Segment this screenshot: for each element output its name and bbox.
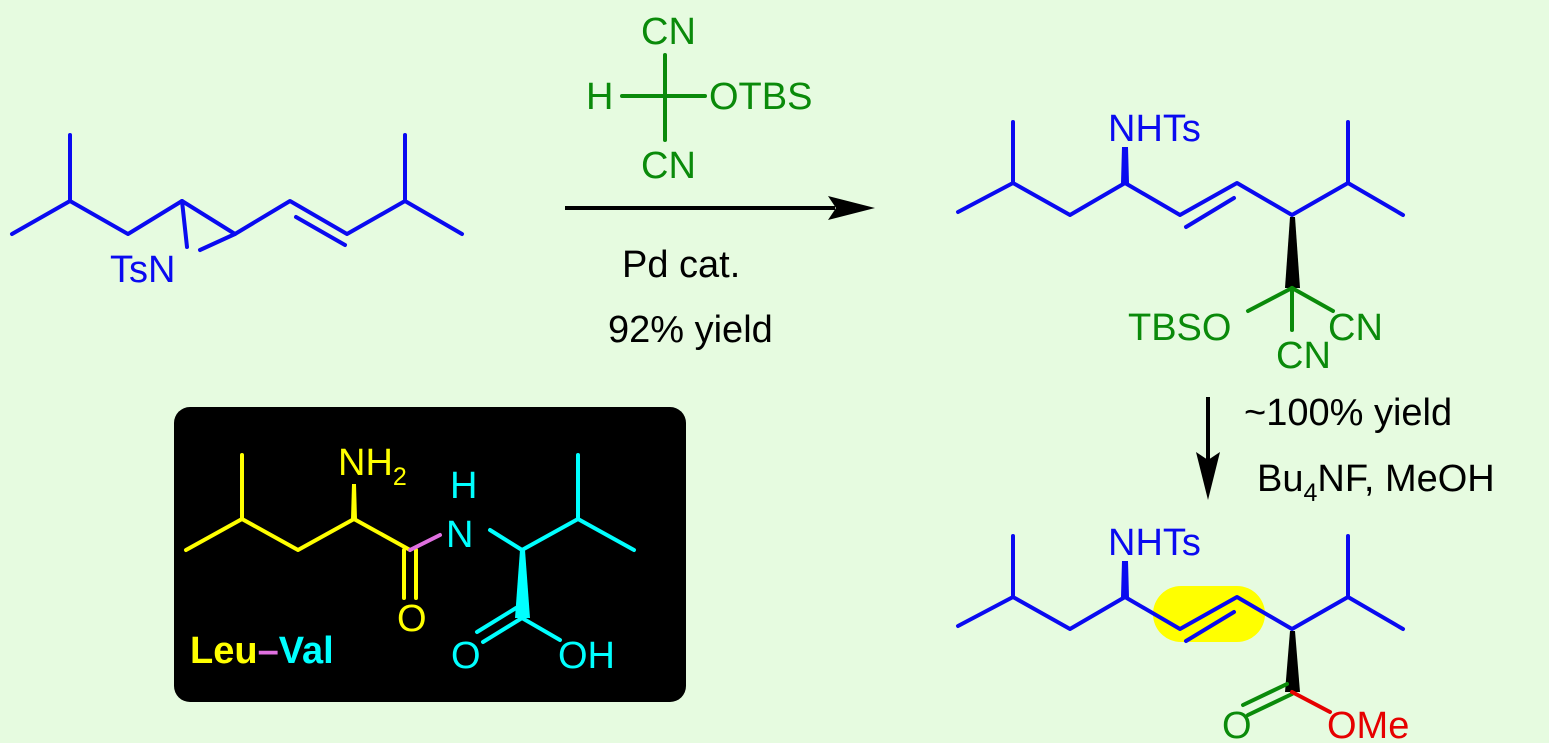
- dipeptide-box: [174, 407, 686, 702]
- step2-reagent: Bu4NF, MeOH: [1257, 458, 1495, 507]
- reagent-otbs: OTBS: [709, 76, 812, 118]
- dipeptide-nh2: NH2: [338, 442, 407, 491]
- product2-wedge-down: [1285, 631, 1300, 692]
- catalyst-label: Pd cat.: [622, 244, 740, 286]
- val-skeleton: [475, 453, 636, 644]
- product1-cn-bottom: CN: [1276, 335, 1331, 377]
- product2-o: O: [1222, 705, 1252, 743]
- yield-label-2: ~100% yield: [1244, 392, 1452, 434]
- reagent-h: H: [586, 76, 613, 118]
- product1-nhts: NHTs: [1108, 108, 1201, 150]
- dipeptide-o-leu: O: [397, 598, 427, 640]
- yield-label-1: 92% yield: [608, 309, 773, 351]
- product1-skeleton: [956, 120, 1405, 229]
- product1-cn-right: CN: [1328, 307, 1383, 349]
- product1-wedge-down: [1285, 217, 1300, 288]
- reagent-top-cn: CN: [641, 11, 696, 53]
- val-wedge: [515, 550, 530, 618]
- reaction-arrow-2: [1196, 397, 1220, 500]
- dipeptide-o-val: O: [451, 635, 481, 677]
- product2-nhts: NHTs: [1108, 522, 1201, 564]
- product2-ester-bonds: [1241, 682, 1332, 717]
- reactant-aziridine: [10, 133, 464, 252]
- reagent-bottom-cn: CN: [641, 145, 696, 187]
- aziridine-n-label: TsN: [110, 249, 175, 291]
- reagent-cyanohydrin: [620, 53, 707, 142]
- product2-skeleton: [956, 534, 1405, 643]
- product1-tbso: TBSO: [1128, 307, 1231, 349]
- dipeptide-n: N: [446, 514, 473, 556]
- dipeptide-oh: OH: [558, 635, 615, 677]
- product1-wedge-nhts: [1121, 147, 1129, 183]
- peptide-bond: [408, 533, 442, 552]
- product1-cyano-bonds: [1246, 286, 1335, 332]
- leu-wedge: [351, 484, 357, 519]
- product2-wedge-nhts: [1121, 561, 1129, 597]
- product2-ome: OMe: [1327, 705, 1409, 743]
- dipeptide-h: H: [450, 465, 477, 507]
- dipeptide-label: Leu–Val: [190, 630, 334, 672]
- reaction-arrow-1: [565, 196, 875, 220]
- leu-skeleton: [184, 453, 418, 600]
